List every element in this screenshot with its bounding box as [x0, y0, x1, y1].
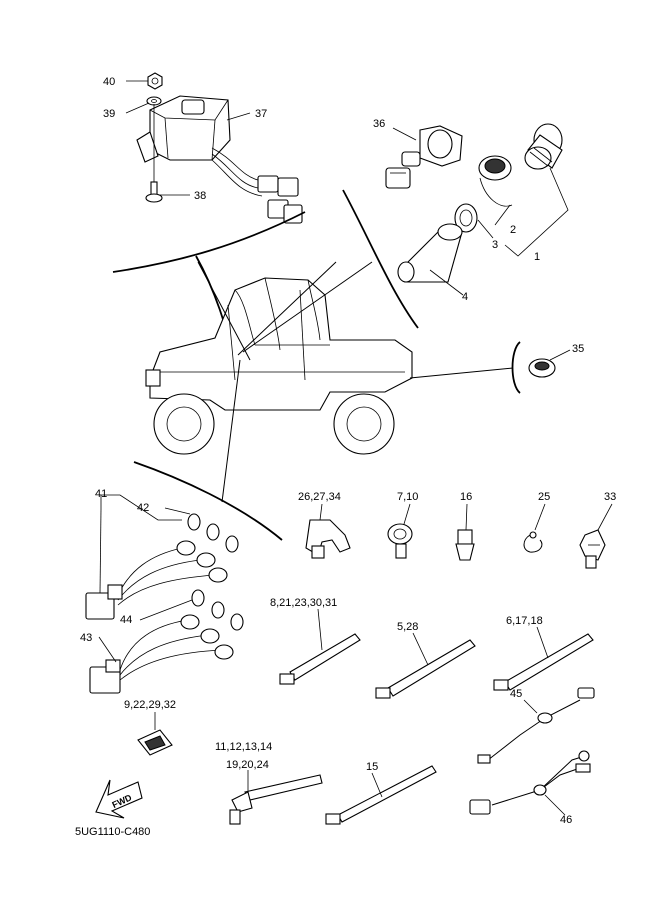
label-41: 41	[95, 488, 107, 500]
label-39: 39	[103, 108, 115, 120]
lead-wire-46	[469, 750, 591, 815]
diagram-code: 5UG1110-C480	[75, 826, 150, 838]
label-15: 15	[366, 761, 378, 773]
region-line-top-left	[112, 211, 306, 273]
nut-40	[147, 72, 163, 90]
label-1: 1	[534, 251, 540, 263]
grommet-35	[528, 358, 556, 378]
cap-2	[478, 155, 513, 207]
harness-43	[89, 589, 244, 694]
label-26-27-34: 26,27,34	[298, 491, 341, 503]
lead-wire-45	[477, 687, 595, 764]
clip-25	[523, 531, 543, 553]
bracket-35	[511, 341, 521, 394]
cable-tie-5-28	[375, 639, 476, 699]
cable-tie-6-17-18	[493, 633, 594, 691]
label-11-12-13-14: 11,12,13,14	[215, 741, 272, 753]
label-42: 42	[137, 502, 149, 514]
washer-39	[146, 96, 162, 106]
label-40: 40	[103, 76, 115, 88]
label-43: 43	[80, 632, 92, 644]
region-line-bottom-left	[133, 461, 283, 541]
vehicle-illustration	[145, 277, 413, 455]
clip-33	[579, 529, 606, 569]
region-line-top-right	[342, 189, 419, 329]
label-36: 36	[373, 118, 385, 130]
label-35: 35	[572, 343, 584, 355]
clip-26-27-34	[305, 519, 351, 559]
harness-41	[85, 513, 239, 620]
label-4: 4	[462, 291, 468, 303]
label-37: 37	[255, 108, 267, 120]
socket-1	[524, 123, 563, 170]
band-clip-11-12-13-14-19-20-24	[229, 774, 323, 825]
fwd-arrow-icon: FWD	[95, 779, 143, 819]
sensor-36	[385, 125, 463, 189]
label-9-22-29-32: 9,22,29,32	[124, 699, 176, 711]
label-16: 16	[460, 491, 472, 503]
screw-38	[145, 104, 163, 203]
label-7-10: 7,10	[397, 491, 418, 503]
cable-tie-15	[325, 765, 437, 825]
label-33: 33	[604, 491, 616, 503]
label-45: 45	[510, 688, 522, 700]
label-44: 44	[120, 614, 132, 626]
label-2: 2	[510, 224, 516, 236]
cable-tie-8-21-23-30-31	[279, 633, 361, 685]
label-19-20-24: 19,20,24	[226, 759, 269, 771]
cover-4	[397, 223, 463, 283]
label-38: 38	[194, 190, 206, 202]
label-8-21-23-30-31: 8,21,23,30,31	[270, 597, 337, 609]
nut-3	[454, 203, 478, 233]
clip-7-10	[387, 523, 413, 559]
switch-assembly-37	[136, 95, 303, 224]
clamp-9-22-29-32	[137, 729, 173, 756]
clip-16	[455, 529, 475, 561]
label-3: 3	[492, 239, 498, 251]
label-46: 46	[560, 814, 572, 826]
label-6-17-18: 6,17,18	[506, 615, 543, 627]
label-25: 25	[538, 491, 550, 503]
label-5-28: 5,28	[397, 621, 418, 633]
